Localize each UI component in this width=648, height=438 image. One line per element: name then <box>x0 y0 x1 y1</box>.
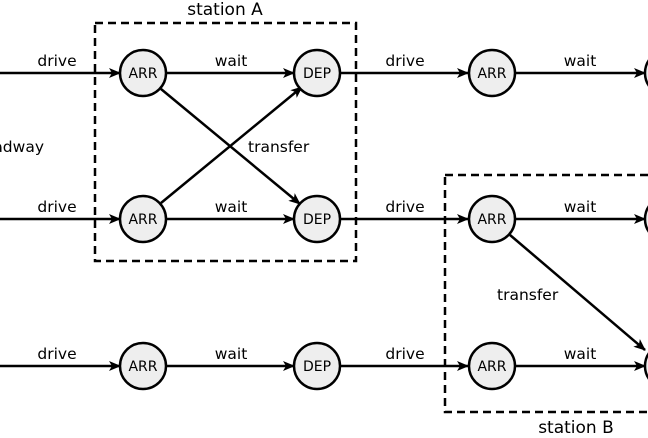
wait-label: wait <box>564 345 597 363</box>
transfer-label: transfer <box>497 286 559 304</box>
drive-label: drive <box>385 198 424 216</box>
drive-label: drive <box>385 345 424 363</box>
wait-label: wait <box>564 198 597 216</box>
node-label: DEP <box>303 359 331 375</box>
node-label: ARR <box>477 359 506 375</box>
node-label: ARR <box>128 66 157 82</box>
node-dep-row2-a: DEP <box>292 194 342 244</box>
node-arr-row3-b: ARR <box>467 341 517 391</box>
wait-label: wait <box>215 345 248 363</box>
drive-label: drive <box>37 345 76 363</box>
node-partial-row3-right <box>643 352 648 380</box>
node-label: ARR <box>128 359 157 375</box>
drive-label: drive <box>37 198 76 216</box>
node-partial-row1-right <box>643 59 648 87</box>
headway-label: headway <box>0 138 44 156</box>
drive-label: drive <box>385 52 424 70</box>
transfer-label: transfer <box>248 138 310 156</box>
node-label: ARR <box>128 212 157 228</box>
transfer-arrow-b <box>509 234 646 351</box>
node-arr-row2-b: ARR <box>467 194 517 244</box>
station-b-title: station B <box>538 418 614 433</box>
station-a-box <box>93 21 358 263</box>
wait-label: wait <box>215 198 248 216</box>
transfer-arrow-a-up <box>160 86 303 204</box>
station-a-title: station A <box>187 0 263 20</box>
node-dep-row1-a: DEP <box>292 48 342 98</box>
node-arr-row1-a: ARR <box>118 48 168 98</box>
node-partial-row2-right <box>643 205 648 233</box>
node-label: DEP <box>303 212 331 228</box>
drive-label: drive <box>37 52 76 70</box>
station-b-box <box>443 173 648 414</box>
wait-label: wait <box>564 52 597 70</box>
node-arr-row2-a: ARR <box>118 194 168 244</box>
node-label: ARR <box>477 66 506 82</box>
node-label: ARR <box>477 212 506 228</box>
node-dep-row3-a: DEP <box>292 341 342 391</box>
node-arr-row1-b: ARR <box>467 48 517 98</box>
node-label: DEP <box>303 66 331 82</box>
node-arr-row3-a: ARR <box>118 341 168 391</box>
wait-label: wait <box>215 52 248 70</box>
